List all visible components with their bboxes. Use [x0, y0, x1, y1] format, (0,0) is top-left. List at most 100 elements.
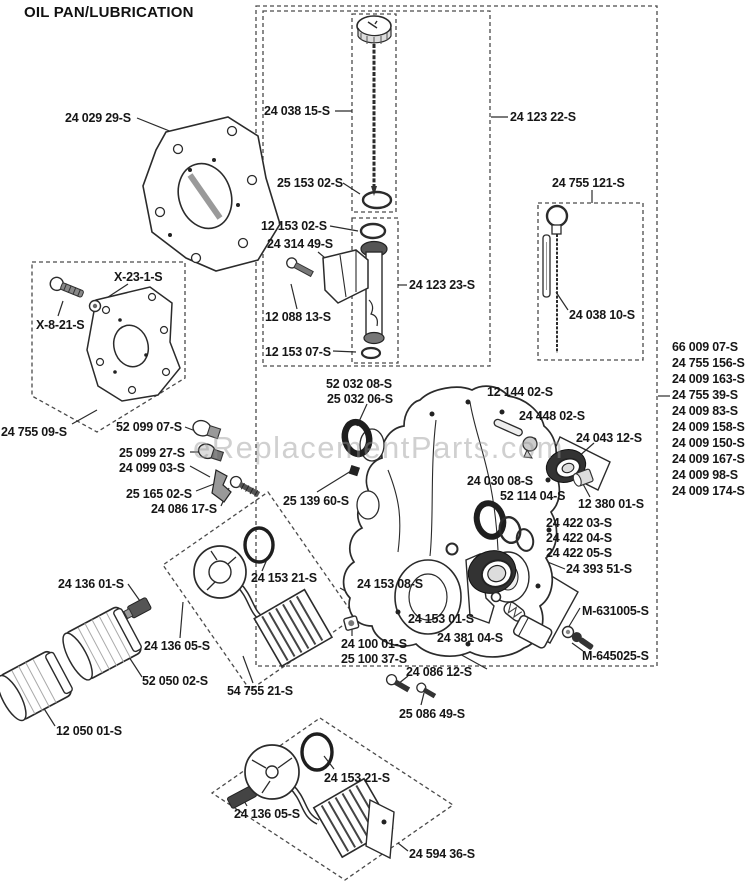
- part-label-24-755-09: 24 755 09-S: [1, 425, 67, 439]
- o-ring-12-153-02-drawing: [359, 222, 387, 240]
- oil-cooler-2-drawing: [227, 732, 395, 860]
- part-label-24-099-03: 24 099 03-S: [119, 461, 185, 475]
- part-label-24-153-08: 24 153 08-S: [357, 577, 423, 591]
- watermark: eReplacementParts.com: [193, 430, 564, 465]
- screw-m-645025-drawing: [571, 632, 594, 650]
- part-label-24-123-22: 24 123 22-S: [510, 110, 576, 124]
- oil-seal-52-032-08-drawing: [341, 418, 373, 458]
- part-label-24-086-17: 24 086 17-S: [151, 502, 217, 516]
- right-list-item-9: 24 009 174-S: [672, 484, 745, 498]
- part-label-54-755-21: 54 755 21-S: [227, 684, 293, 698]
- part-label-m-645025: M-645025-S: [582, 649, 649, 663]
- fill-tube-drawing: [360, 240, 388, 345]
- part-label-25-139-60: 25 139 60-S: [283, 494, 349, 508]
- part-label-12-144-02: 12 144 02-S: [487, 385, 553, 399]
- bushing-12-380-01-drawing: [572, 468, 594, 487]
- group-box-main: [255, 5, 658, 667]
- o-ring-24-153-01-drawing: [490, 591, 502, 603]
- part-label-24-029-29: 24 029 29-S: [65, 111, 131, 125]
- fill-tube-bracket-drawing: [322, 249, 369, 304]
- part-label-25-099-27: 25 099 27-S: [119, 446, 185, 460]
- right-list-item-0: 66 009 07-S: [672, 340, 738, 354]
- part-label-24-043-12: 24 043 12-S: [576, 431, 642, 445]
- screw-12-088-13-drawing: [286, 257, 314, 278]
- nut-24-100-01-drawing: [343, 615, 360, 631]
- part-label-24-594-36: 24 594 36-S: [409, 847, 475, 861]
- part-label-12-153-02: 12 153 02-S: [261, 219, 327, 233]
- part-label-12-153-07: 12 153 07-S: [265, 345, 331, 359]
- part-label-x-23-1: X-23-1-S: [114, 270, 163, 284]
- part-label-24-153-21: 24 153 21-S: [251, 571, 317, 585]
- o-ring-25-153-02-drawing: [361, 190, 393, 210]
- group-box-dipstick-cap: [351, 13, 397, 213]
- o-ring-24-153-08-drawing: [445, 542, 459, 556]
- part-label-m-631005: M-631005-S: [582, 604, 649, 618]
- oil-sentry-52-099-07-drawing: [192, 419, 222, 440]
- screw-25-086-49-drawing: [416, 682, 437, 699]
- closure-plate-drawing: [86, 286, 181, 402]
- right-list-item-4: 24 009 83-S: [672, 404, 738, 418]
- group-box-dipstick: [537, 202, 644, 361]
- part-label-24-136-05-b: 24 136 05-S: [234, 807, 300, 821]
- oil-filter-52-050-02-drawing: [62, 606, 142, 681]
- part-label-24-136-05: 24 136 05-S: [144, 639, 210, 653]
- part-label-52-032-08: 52 032 08-S: [326, 377, 392, 391]
- right-list-item-3: 24 755 39-S: [672, 388, 738, 402]
- part-label-25-100-37: 25 100 37-S: [341, 652, 407, 666]
- right-list-item-6: 24 009 150-S: [672, 436, 745, 450]
- right-part-list: 66 009 07-S 24 755 156-S 24 009 163-S 24…: [672, 339, 745, 499]
- part-label-24-422-04: 24 422 04-S: [546, 531, 612, 545]
- retainer-24-448-02-drawing: [522, 436, 538, 459]
- part-label-52-114-04: 52 114 04-S: [500, 489, 566, 503]
- page-title: OIL PAN/LUBRICATION: [24, 4, 194, 21]
- o-ring-24-422-drawing: [515, 528, 535, 552]
- oil-cooler-1-drawing: [193, 526, 334, 668]
- washer-52-114-04-drawing: [498, 515, 522, 545]
- nut-x-23-1-drawing: [88, 299, 102, 313]
- part-label-25-086-49: 25 086 49-S: [399, 707, 465, 721]
- oil-filter-12-050-01-drawing: [0, 650, 73, 722]
- fitting-25-099-27-drawing: [197, 443, 225, 462]
- elbow-24-099-03-drawing: [211, 469, 232, 503]
- plug-25-139-60-drawing: [348, 464, 360, 477]
- screw-24-086-12-drawing: [385, 674, 411, 693]
- part-label-24-422-05: 24 422 05-S: [546, 546, 612, 560]
- part-label-12-380-01: 12 380 01-S: [578, 497, 644, 511]
- group-box-closure-plate: [31, 261, 186, 433]
- part-label-24-381-04: 24 381 04-S: [437, 631, 503, 645]
- part-label-24-038-15: 24 038 15-S: [264, 104, 330, 118]
- group-box-oil-cooler-1: [162, 491, 356, 691]
- part-label-24-422-03: 24 422 03-S: [546, 516, 612, 530]
- part-label-24-100-01: 24 100 01-S: [341, 637, 407, 651]
- part-label-x-8-21: X-8-21-S: [36, 318, 85, 332]
- part-label-25-032-06: 25 032 06-S: [327, 392, 393, 406]
- part-label-24-086-12: 24 086 12-S: [406, 665, 472, 679]
- part-label-24-314-49: 24 314 49-S: [267, 237, 333, 251]
- part-label-52-099-07: 52 099 07-S: [116, 420, 182, 434]
- right-list-item-1: 24 755 156-S: [672, 356, 745, 370]
- o-ring-24-153-21-drawing: [243, 526, 275, 564]
- screw-24-086-17-drawing: [229, 475, 261, 497]
- part-label-25-165-02: 25 165 02-S: [126, 487, 192, 501]
- dipstick-drawing: [542, 204, 569, 353]
- oil-filter-nipple-24-136-01-drawing: [123, 597, 152, 620]
- oil-pump-assembly-drawing: [465, 550, 553, 649]
- right-list-item-2: 24 009 163-S: [672, 372, 745, 386]
- right-list-item-8: 24 009 98-S: [672, 468, 738, 482]
- part-label-24-755-121: 24 755 121-S: [552, 176, 625, 190]
- seal-24-030-08-drawing: [473, 500, 507, 540]
- part-label-24-136-01: 24 136 01-S: [58, 577, 124, 591]
- part-label-25-153-02: 25 153 02-S: [277, 176, 343, 190]
- washer-m-631005-drawing: [561, 625, 575, 639]
- oil-pan-gasket-drawing: [142, 116, 281, 272]
- part-label-24-153-21-b: 24 153 21-S: [324, 771, 390, 785]
- part-label-12-088-13: 12 088 13-S: [265, 310, 331, 324]
- o-ring-24-153-21-2-drawing: [300, 732, 334, 772]
- pin-12-144-02-drawing: [493, 418, 523, 437]
- group-box-oil-fill: [262, 10, 491, 367]
- oil-fill-cap-drawing: [356, 15, 392, 196]
- right-list-item-5: 24 009 158-S: [672, 420, 745, 434]
- part-label-52-050-02: 52 050 02-S: [142, 674, 208, 688]
- part-label-24-448-02: 24 448 02-S: [519, 409, 585, 423]
